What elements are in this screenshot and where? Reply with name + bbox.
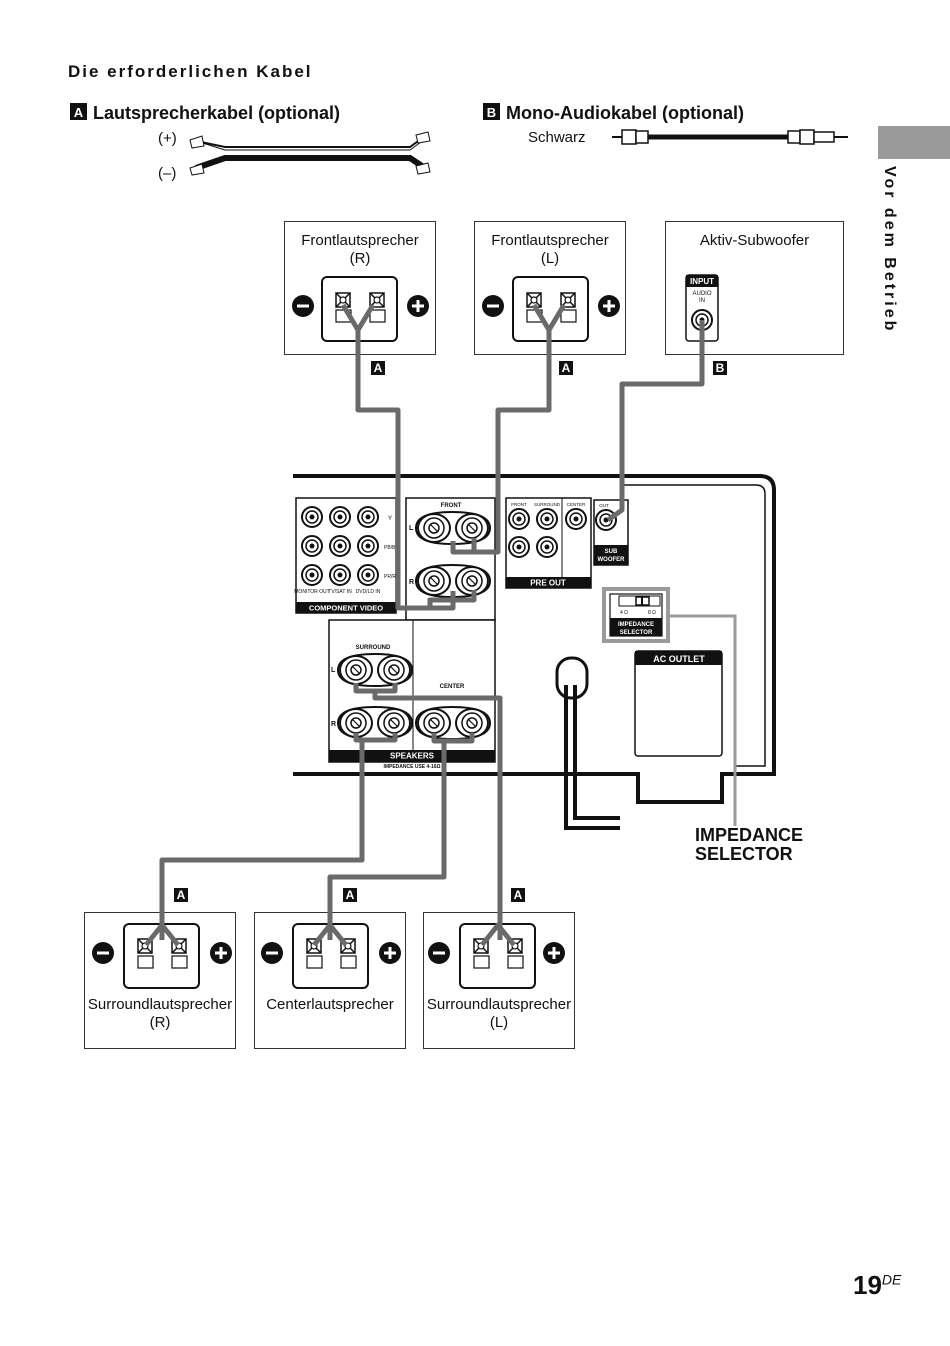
speakers-label: SPEAKERS — [390, 752, 435, 761]
side-tab-bar — [878, 126, 950, 159]
cable-a-badge: A — [70, 103, 87, 120]
badge-surround-l: A — [514, 888, 523, 902]
surround-l-name: Surroundlautsprecher — [426, 996, 572, 1013]
front-terminal-label: FRONT — [441, 503, 462, 509]
svg-text:SELECTOR: SELECTOR — [620, 630, 653, 636]
cv-col-tvsat: TV/SAT IN — [328, 589, 352, 595]
cv-label-pb: PB/B-Y — [384, 545, 401, 551]
ac-outlet-label: AC OUTLET — [653, 654, 705, 664]
svg-text:IMPEDANCE: IMPEDANCE — [618, 622, 654, 628]
front-l-sub: (L) — [540, 250, 560, 267]
badge-front-l: A — [562, 361, 571, 375]
cable-b-badge: B — [483, 103, 500, 120]
impedance-leader-line — [668, 614, 737, 826]
surround-r-mark: R — [331, 721, 336, 728]
pre-out-surround-col: SURROUND — [534, 502, 561, 507]
cv-col-dvd: DVD/LD IN — [356, 589, 381, 595]
surround-r-name: Surroundlautsprecher — [87, 996, 233, 1013]
badge-subwoofer: B — [716, 361, 725, 375]
surround-terminal-label: SURROUND — [356, 645, 391, 651]
pre-out-label: PRE OUT — [530, 579, 566, 588]
surround-l-terminals — [428, 923, 565, 989]
cable-a-heading: A Lautsprecherkabel (optional) — [70, 103, 340, 124]
svg-text:WOOFER: WOOFER — [598, 557, 626, 563]
receiver-rear-panel: Y PB/B-Y PR/R-Y MONITOR OUT TV/SAT IN DV… — [293, 474, 776, 830]
side-tab-label: Vor dem Betrieb — [881, 166, 898, 334]
speaker-wires — [144, 303, 705, 947]
cv-label-pr: PR/R-Y — [384, 574, 402, 580]
center-name: Centerlautsprecher — [266, 996, 394, 1013]
impedance-selector-callout: IMPEDANCE SELECTOR — [695, 826, 803, 864]
sub-input-label: INPUT — [690, 277, 714, 286]
cable-b-heading: B Mono-Audiokabel (optional) — [483, 103, 744, 124]
pre-out-center-col: CENTER — [567, 502, 586, 507]
front-l-mark: L — [409, 525, 414, 532]
badge-center: A — [346, 888, 355, 902]
center-terminal-label: CENTER — [440, 684, 465, 690]
svg-text:AUDIO: AUDIO — [692, 291, 711, 297]
front-r-sub: (R) — [349, 250, 371, 267]
surround-r-sub: (R) — [149, 1014, 171, 1031]
page-number-value: 19 — [853, 1270, 882, 1300]
svg-text:SUB: SUB — [605, 549, 618, 555]
page-number-suffix: DE — [881, 1271, 902, 1288]
cable-a-title: Lautsprecherkabel (optional) — [93, 103, 341, 123]
subwoofer-input-jack: INPUT AUDIO IN — [685, 274, 719, 342]
front-r-name: Frontlautsprecher — [301, 232, 419, 249]
impedance-callout-line1: IMPEDANCE — [695, 825, 804, 845]
front-l-name: Frontlautsprecher — [491, 232, 609, 249]
pre-out-front-col: FRONT — [511, 502, 527, 507]
cv-label-y: Y — [388, 516, 392, 522]
cable-b-title: Mono-Audiokabel (optional) — [506, 103, 744, 123]
subwoofer-name: Aktiv-Subwoofer — [699, 232, 810, 249]
badge-surround-r: A — [177, 888, 186, 902]
cv-col-monitor: MONITOR OUT — [294, 589, 329, 595]
page-number: 19DE — [853, 1270, 901, 1301]
sub-out-label: OUT — [599, 503, 609, 508]
mono-audio-cable-illustration — [612, 129, 848, 145]
svg-text:IN: IN — [699, 298, 705, 304]
surround-l-mark: L — [331, 667, 336, 674]
connection-badges: A A B A A A — [174, 361, 727, 902]
component-video-label: COMPONENT VIDEO — [309, 604, 383, 613]
ohm-4-label: 4 Ω — [620, 610, 628, 616]
speaker-cable-illustration — [189, 131, 431, 176]
surround-r-terminals — [92, 923, 232, 989]
badge-front-r: A — [374, 361, 383, 375]
cable-a-minus-label: (–) — [158, 165, 177, 182]
section-title: Die erforderlichen Kabel — [68, 62, 313, 81]
cable-b-color-note: Schwarz — [528, 129, 586, 146]
ohm-8-label: 8 Ω — [648, 610, 656, 616]
cable-a-plus-label: (+) — [158, 130, 177, 147]
front-r-terminals — [292, 276, 429, 342]
surround-l-sub: (L) — [489, 1014, 509, 1031]
front-r-mark: R — [409, 579, 414, 586]
impedance-use-label: IMPEDANCE USE 4-16Ω — [383, 764, 440, 770]
impedance-callout-line2: SELECTOR — [695, 844, 793, 864]
